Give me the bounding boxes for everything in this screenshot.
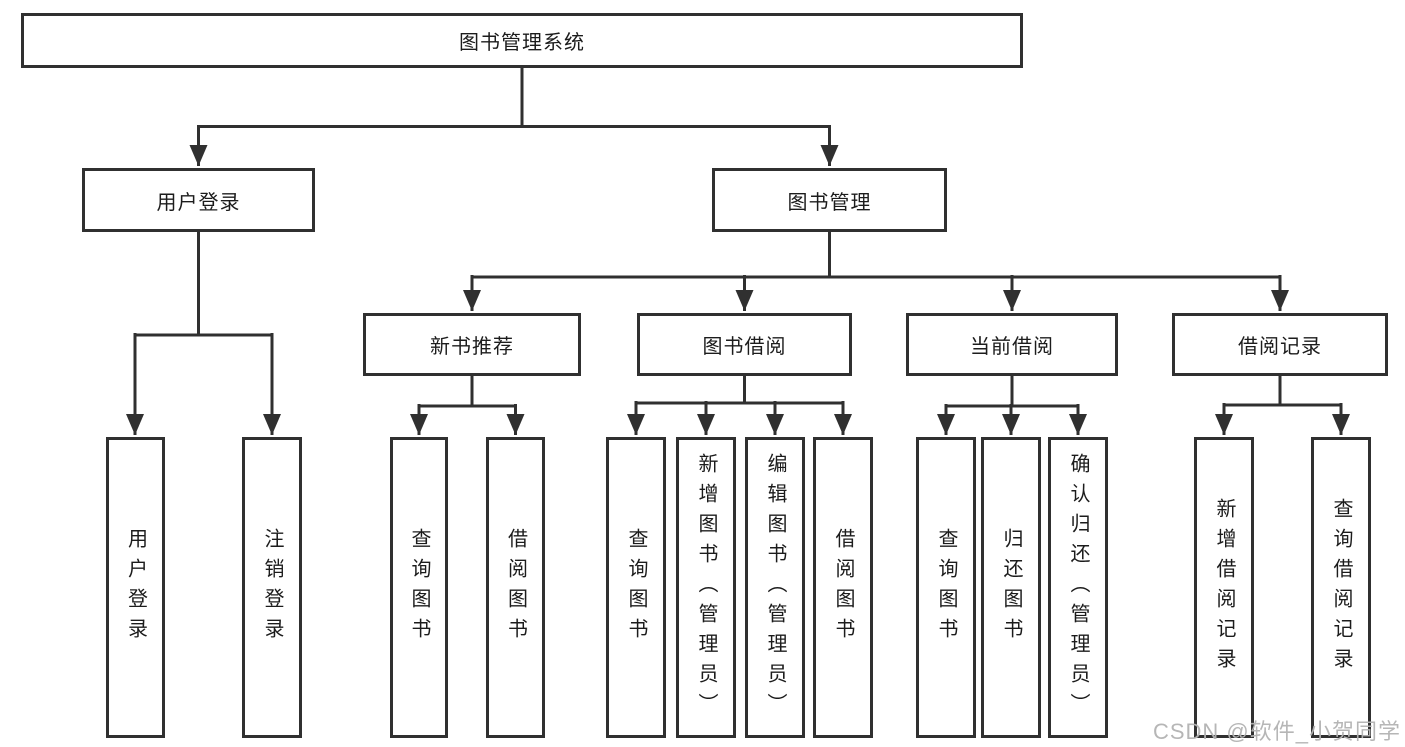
leaf-return-books: 归还图书: [981, 437, 1041, 738]
leaf-edit-books-admin-label: 编辑图书（管理员）: [764, 452, 786, 723]
leaf-query-books-current: 查询图书: [916, 437, 976, 738]
node-current-borrow: 当前借阅: [906, 313, 1118, 376]
leaf-add-books-admin: 新增图书（管理员）: [676, 437, 736, 738]
leaf-logout-login: 注销登录: [242, 437, 302, 738]
connector-borrow-records-branch: [1215, 376, 1350, 435]
leaf-borrow-books-recommend: 借阅图书: [486, 437, 545, 738]
leaf-query-books-recommend: 查询图书: [390, 437, 448, 738]
leaf-confirm-return-admin-label: 确认归还（管理员）: [1067, 452, 1089, 723]
connector-book-borrow-branch: [627, 376, 852, 435]
leaf-query-borrow-record: 查询借阅记录: [1311, 437, 1371, 738]
connector-root-to-level2: [189, 68, 839, 166]
connector-book-management-branch: [463, 232, 1289, 311]
leaf-user-login: 用户登录: [106, 437, 165, 738]
node-user-login: 用户登录: [82, 168, 315, 232]
leaf-add-borrow-record-label: 新增借阅记录: [1213, 497, 1235, 678]
leaf-confirm-return-admin: 确认归还（管理员）: [1048, 437, 1108, 738]
leaf-add-books-admin-label: 新增图书（管理员）: [695, 452, 717, 723]
leaf-add-borrow-record: 新增借阅记录: [1194, 437, 1254, 738]
leaf-return-books-label: 归还图书: [1000, 527, 1022, 648]
node-root-system: 图书管理系统: [21, 13, 1023, 68]
leaf-logout-login-label: 注销登录: [261, 527, 283, 648]
leaf-borrow-books: 借阅图书: [813, 437, 873, 738]
leaf-user-login-label: 用户登录: [124, 527, 147, 648]
leaf-borrow-books-recommend-label: 借阅图书: [504, 527, 527, 648]
leaf-borrow-books-label: 借阅图书: [832, 527, 854, 648]
node-book-management: 图书管理: [712, 168, 947, 232]
node-new-book-recommend: 新书推荐: [363, 313, 581, 376]
leaf-edit-books-admin: 编辑图书（管理员）: [745, 437, 805, 738]
connector-current-borrow-branch: [937, 376, 1087, 435]
leaf-query-books-recommend-label: 查询图书: [408, 527, 430, 648]
leaf-query-borrow-record-label: 查询借阅记录: [1330, 497, 1352, 678]
node-book-borrow: 图书借阅: [637, 313, 852, 376]
csdn-watermark: CSDN @软件_小贺同学: [1152, 719, 1401, 744]
leaf-query-books-borrow-label: 查询图书: [625, 527, 647, 648]
leaf-query-books-borrow: 查询图书: [606, 437, 666, 738]
node-borrow-records: 借阅记录: [1172, 313, 1388, 376]
connector-new-book-branch: [410, 376, 525, 435]
leaf-query-books-current-label: 查询图书: [935, 527, 957, 648]
connector-user-login-branch: [126, 232, 281, 435]
